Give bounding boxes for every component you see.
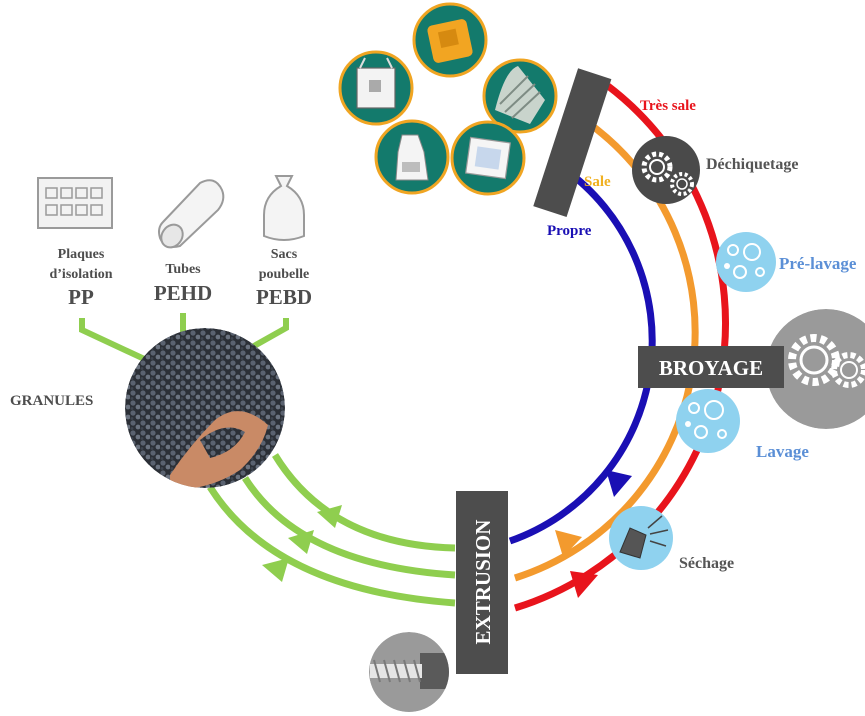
bottle-bag-icon xyxy=(374,119,450,195)
granules-photo xyxy=(125,328,285,488)
output-stream-1 xyxy=(272,453,456,552)
dechiquetage-label: Déchiquetage xyxy=(706,156,798,173)
pre-lavage-label: Pré-lavage xyxy=(779,254,857,273)
sechage-label: Séchage xyxy=(679,555,734,572)
product-line2: d’isolation xyxy=(49,267,112,282)
product-line1: Sacs xyxy=(271,247,298,262)
product-label-pp: Plaques d’isolation PP xyxy=(49,247,112,309)
output-stream-2 xyxy=(242,476,456,579)
film-package-icon xyxy=(450,120,526,196)
insulation-panel-icon xyxy=(37,177,113,229)
feed-gate xyxy=(533,68,612,217)
product-line1: Tubes xyxy=(165,262,201,277)
jerrycan-icon xyxy=(412,2,488,78)
tres-sale-label: Très sale xyxy=(640,98,696,114)
broyage-box xyxy=(638,346,784,388)
tube-icon xyxy=(158,179,225,249)
sale-label: Sale xyxy=(584,174,611,190)
product-material: PEHD xyxy=(154,281,212,305)
output-arrowhead-1 xyxy=(317,505,342,528)
output-arrowhead-3 xyxy=(262,558,289,582)
propre-arrowhead xyxy=(606,470,632,497)
big-bag-icon xyxy=(338,50,414,126)
trash-bag-icon xyxy=(263,175,305,241)
broyage-label: BROYAGE xyxy=(659,356,763,380)
granules-label: GRANULES xyxy=(10,393,93,409)
lavage-label: Lavage xyxy=(756,442,809,461)
product-line2: poubelle xyxy=(259,267,310,282)
input-icons xyxy=(338,2,558,196)
pre-lavage-bubbles-icon xyxy=(716,232,776,292)
tres-sale-arrowhead xyxy=(570,571,598,598)
extrusion-label: EXTRUSION xyxy=(471,520,495,645)
propre-label: Propre xyxy=(547,223,592,239)
output-arrowhead-2 xyxy=(288,530,314,554)
product-label-pehd: Tubes PEHD xyxy=(154,262,212,305)
sale-arrowhead xyxy=(555,530,582,557)
extrusion-box xyxy=(456,491,508,674)
product-material: PEBD xyxy=(256,285,312,309)
greenhouse-film-icon xyxy=(482,58,558,134)
output-stream-3 xyxy=(207,485,456,607)
product-label-pebd: Sacs poubelle PEBD xyxy=(256,247,312,309)
sechage-dryer-icon xyxy=(609,506,673,570)
product-material: PP xyxy=(68,285,94,309)
lavage-bubbles-icon xyxy=(676,389,740,453)
broyage-gear-icon xyxy=(766,309,865,429)
dechiquetage-gear-icon xyxy=(632,136,700,204)
screw-extruder-icon xyxy=(369,632,449,712)
product-line1: Plaques xyxy=(58,247,105,262)
